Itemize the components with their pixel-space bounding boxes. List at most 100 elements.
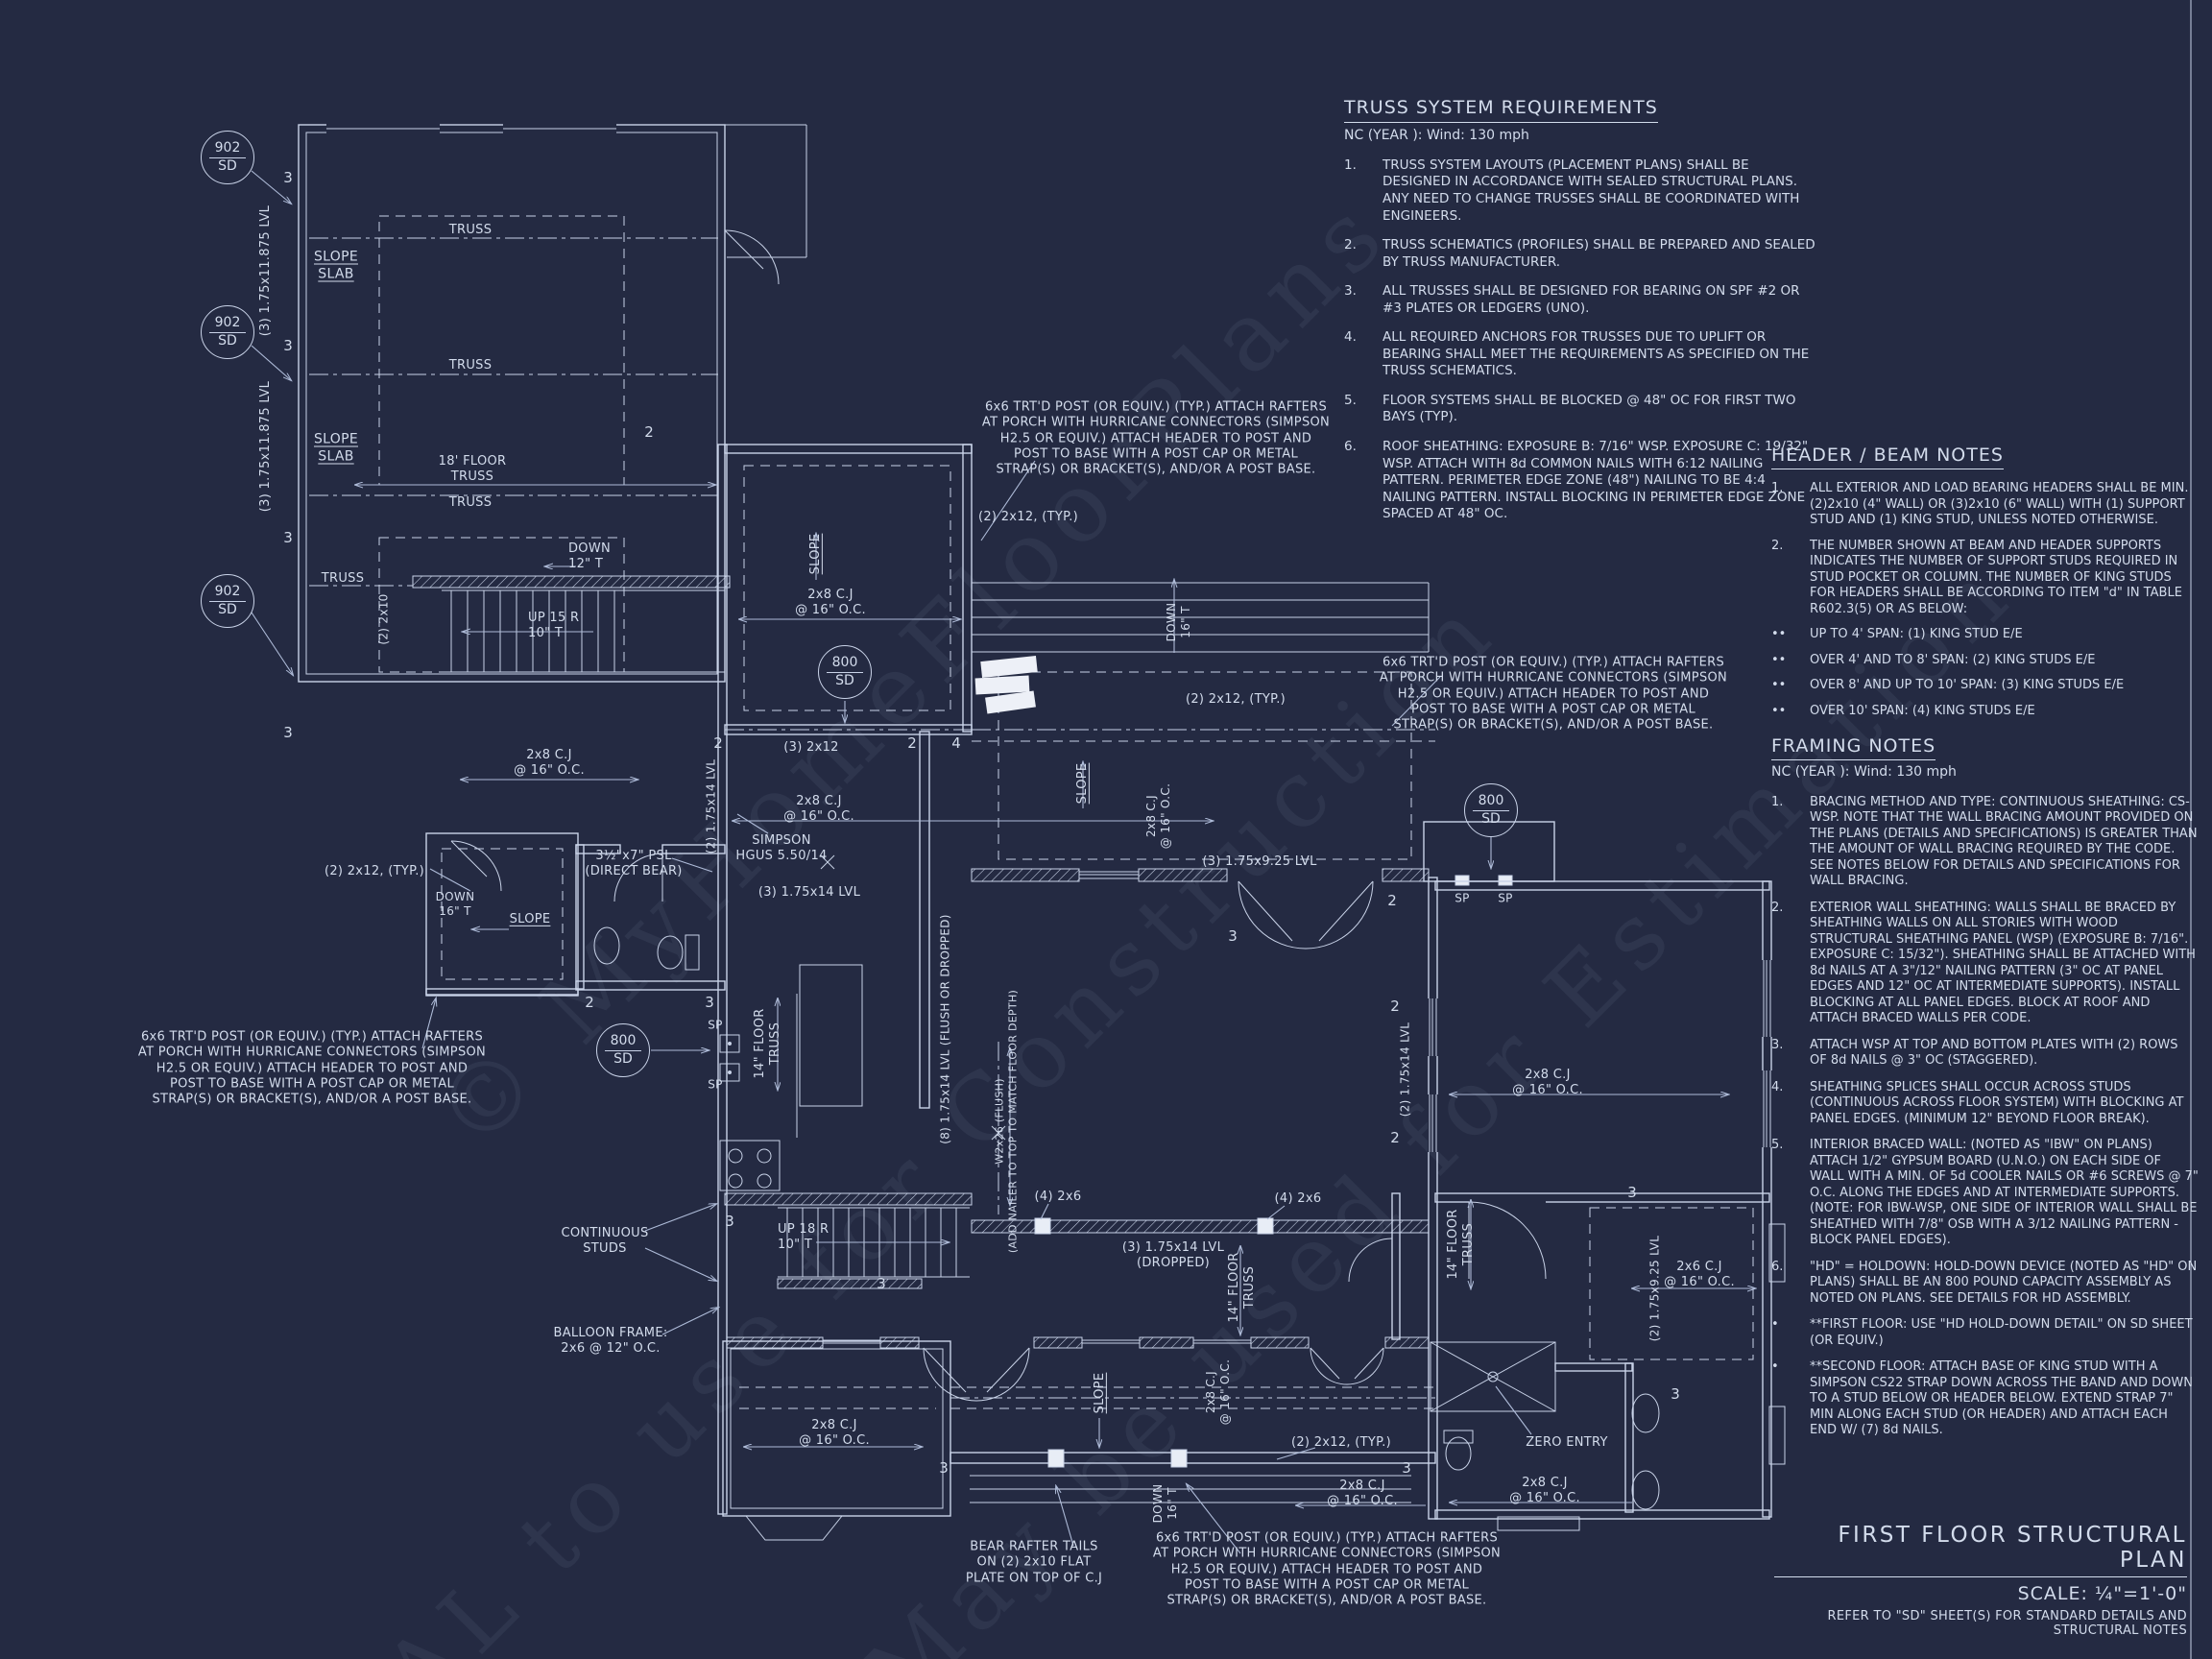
note-text: "HD" = HOLDOWN: HOLD-DOWN DEVICE (NOTED … (1810, 1259, 2198, 1306)
plan-label: SP (1498, 891, 1513, 905)
note-number: 4. (1771, 1079, 1784, 1094)
note-number: 4. (1344, 329, 1357, 346)
header-notes-list: 1.ALL EXTERIOR AND LOAD BEARING HEADERS … (1771, 481, 2192, 719)
plan-label: CONTINUOUS STUDS (561, 1225, 649, 1256)
note-number: •• (1771, 678, 1787, 693)
plan-label: 14" FLOOR TRUSS (752, 1008, 782, 1079)
header-beam-notes-panel: HEADER / BEAM NOTES 1.ALL EXTERIOR AND L… (1771, 444, 2192, 729)
header-notes-heading: HEADER / BEAM NOTES (1771, 444, 2004, 470)
plan-label: SIMPSON HGUS 5.50/14 (735, 832, 828, 863)
plan-label: SLOPE (807, 533, 823, 575)
marker-number: 800 (1472, 793, 1510, 811)
plan-label: 2x8 C.J @ 16" O.C. (1204, 1358, 1232, 1426)
title-block: FIRST FLOOR STRUCTURAL PLAN SCALE: ¼"=1'… (1774, 1523, 2187, 1638)
plan-label: BEAR RAFTER TAILS ON (2) 2x10 FLAT PLATE… (965, 1539, 1103, 1586)
plan-label: (3) 1.75x9.25 LVL (1202, 854, 1317, 869)
note-item: 1.BRACING METHOD AND TYPE: CONTINUOUS SH… (1771, 795, 2199, 890)
plan-label: (3) 2x12 (783, 739, 839, 755)
support-count-tag: 4 (951, 734, 961, 752)
marker-number: 800 (826, 655, 864, 673)
note-text: OVER 8' AND UP TO 10' SPAN: (3) KING STU… (1810, 678, 2125, 693)
note-text: EXTERIOR WALL SHEATHING: WALLS SHALL BE … (1810, 900, 2196, 1026)
sheet-title: FIRST FLOOR STRUCTURAL PLAN (1774, 1523, 2187, 1577)
plan-label: 6x6 TRT'D POST (OR EQUIV.) (TYP.) ATTACH… (1379, 655, 1728, 733)
plan-label: (3) 1.75x14 LVL (757, 884, 861, 900)
note-item: 2.THE NUMBER SHOWN AT BEAM AND HEADER SU… (1771, 539, 2192, 618)
plan-label: (4) 2x6 (1034, 1189, 1082, 1204)
plan-label: (2) 1.75x9.25 LVL (1647, 1235, 1662, 1342)
plan-label: 6x6 TRT'D POST (OR EQUIV.) (TYP.) ATTACH… (137, 1029, 487, 1107)
support-count-tag: 3 (1228, 927, 1238, 945)
note-text: **FIRST FLOOR: USE "HD HOLD-DOWN DETAIL"… (1810, 1317, 2193, 1348)
note-number: •• (1771, 652, 1787, 667)
plan-label: DOWN 16" T (1165, 602, 1192, 642)
note-number: 2. (1771, 900, 1784, 915)
plan-label: SP (708, 1077, 723, 1092)
plan-label: (2) 2x12, (TYP.) (977, 509, 1079, 524)
marker-number: 902 (208, 140, 247, 158)
note-item: 1.ALL EXTERIOR AND LOAD BEARING HEADERS … (1771, 481, 2192, 529)
note-item: 6. ROOF SHEATHING: EXPOSURE B: 7/16" WSP.… (1344, 439, 1816, 523)
plan-label: (4) 2x6 (1274, 1190, 1322, 1206)
plan-label: BALLOON FRAME: 2x6 @ 12" O.C. (553, 1325, 668, 1356)
plan-label: 2x8 C.J @ 16" O.C. (1327, 1478, 1398, 1508)
support-count-tag: 2 (907, 734, 917, 752)
plan-label: 18' FLOOR TRUSS (438, 453, 507, 484)
plan-label: 2x8 C.J @ 16" O.C. (1512, 1067, 1583, 1097)
note-text: ALL TRUSSES SHALL BE DESIGNED FOR BEARIN… (1382, 283, 1800, 316)
note-text: ROOF SHEATHING: EXPOSURE B: 7/16" WSP. E… (1382, 438, 1809, 522)
plan-label: (2) 2x10 (376, 593, 391, 645)
framing-notes-heading: FRAMING NOTES (1771, 734, 1936, 761)
note-text: TRUSS SYSTEM LAYOUTS (PLACEMENT PLANS) S… (1382, 156, 1800, 224)
note-number: 1. (1771, 481, 1784, 496)
note-number: 6. (1344, 438, 1357, 454)
note-item: 5.FLOOR SYSTEMS SHALL BE BLOCKED @ 48" O… (1344, 393, 1816, 426)
marker-sheet: SD (218, 332, 237, 349)
note-item: •**FIRST FLOOR: USE "HD HOLD-DOWN DETAIL… (1771, 1317, 2199, 1349)
plan-label: 6x6 TRT'D POST (OR EQUIV.) (TYP.) ATTACH… (1152, 1530, 1502, 1608)
plan-label: 2x8 C.J @ 16" O.C. (799, 1417, 870, 1448)
plan-label: SP (1455, 891, 1470, 905)
support-count-tag: 2 (585, 994, 594, 1011)
plan-label: DOWN 16" T (435, 890, 475, 918)
kitchen (461, 619, 1213, 1214)
support-count-tag: 2 (713, 734, 723, 752)
framing-notes-subheading: NC (YEAR ): Wind: 130 mph (1771, 764, 1957, 781)
support-count-tag: 3 (283, 724, 293, 741)
plan-label: ZERO ENTRY (1526, 1434, 1608, 1450)
marker-sheet: SD (613, 1050, 633, 1067)
support-count-tag: 3 (1627, 1184, 1637, 1201)
note-item: 2.TRUSS SCHEMATICS (PROFILES) SHALL BE P… (1344, 237, 1816, 271)
note-item: 5.INTERIOR BRACED WALL: (NOTED AS "IBW" … (1771, 1138, 2199, 1249)
marker-sheet: SD (218, 157, 237, 174)
truss-notes-list: 1. TRUSS SYSTEM LAYOUTS (PLACEMENT PLANS)… (1344, 157, 1816, 523)
note-number: 1. (1771, 794, 1784, 809)
plan-label: 2x8 C.J @ 16" O.C. (795, 587, 866, 617)
morning-room (722, 1340, 951, 1541)
plan-label: SLOPE SLAB (314, 249, 358, 282)
plan-label: 14" FLOOR TRUSS (1226, 1252, 1257, 1323)
garage (251, 121, 807, 683)
support-count-tag: 2 (644, 423, 654, 441)
support-count-tag: 3 (283, 529, 293, 546)
plan-label: DOWN 16" T (1151, 1483, 1179, 1524)
plan-label: 14" FLOOR TRUSS (1445, 1209, 1476, 1280)
truss-system-requirements-panel: TRUSS SYSTEM REQUIREMENTS NC (YEAR ): Wi… (1344, 96, 1816, 536)
plan-label: (2) 2x12, (TYP.) (1290, 1434, 1392, 1450)
note-item: •• OVER 8' AND UP TO 10' SPAN: (3) KING S… (1771, 678, 2192, 694)
house-shell (651, 444, 1555, 1515)
right-wing (1348, 676, 1786, 1531)
plan-label: (2) 2x12, (TYP.) (1185, 691, 1286, 707)
note-number: 1. (1344, 156, 1357, 173)
support-count-tag: 2 (1387, 892, 1397, 909)
note-number: 6. (1771, 1259, 1784, 1274)
plan-label: SLOPE (509, 911, 551, 926)
plan-label: 6x6 TRT'D POST (OR EQUIV.) (TYP.) ATTACH… (981, 399, 1331, 477)
note-item: 6. "HD" = HOLDOWN: HOLD-DOWN DEVICE (NOTE… (1771, 1260, 2199, 1308)
plan-label: (2) 2x12, (TYP.) (324, 863, 425, 878)
plan-label: TRUSS (321, 570, 365, 586)
